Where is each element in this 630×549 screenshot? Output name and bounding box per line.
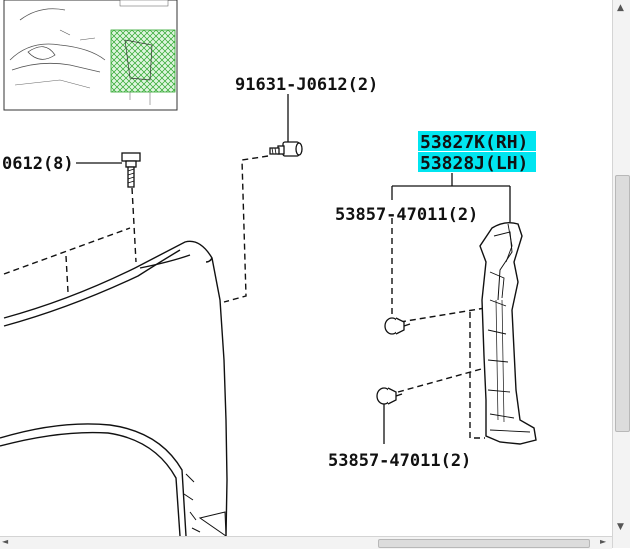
horizontal-scrollbar[interactable]: ◄ ► bbox=[0, 536, 612, 549]
clip-upper-icon[interactable] bbox=[384, 317, 411, 335]
part-label-highlight-rh bbox=[418, 131, 536, 151]
vertical-scroll-thumb[interactable] bbox=[615, 175, 630, 432]
scroll-up-icon[interactable]: ▲ bbox=[617, 3, 624, 13]
overview-thumbnail[interactable] bbox=[3, 0, 178, 111]
fender-drawing bbox=[0, 240, 228, 536]
clip-lower-icon[interactable] bbox=[376, 387, 403, 405]
part-label-highlight-lh bbox=[418, 152, 536, 172]
leader-lines bbox=[3, 155, 486, 439]
scroll-down-icon[interactable]: ▼ bbox=[617, 522, 624, 532]
scroll-left-icon[interactable]: ◄ bbox=[2, 537, 9, 546]
fender-seal-part[interactable] bbox=[479, 221, 537, 445]
vertical-scrollbar[interactable]: ▲ ▼ bbox=[612, 0, 630, 548]
label-bolt-top[interactable]: 91631-J0612(2) bbox=[235, 75, 378, 95]
horizontal-scroll-thumb[interactable] bbox=[378, 539, 590, 548]
label-clip-lower[interactable]: 53857-47011(2) bbox=[328, 451, 471, 471]
label-part-rh[interactable]: 53827K(RH) bbox=[420, 132, 528, 153]
scroll-right-icon[interactable]: ► bbox=[600, 537, 607, 546]
label-bolt-left[interactable]: 0612(8) bbox=[2, 154, 74, 174]
bolt-top-icon[interactable] bbox=[269, 141, 303, 157]
part-bracket bbox=[391, 173, 511, 222]
label-part-lh[interactable]: 53828J(LH) bbox=[420, 153, 528, 174]
bolt-left-icon[interactable] bbox=[121, 152, 141, 188]
label-clip-upper[interactable]: 53857-47011(2) bbox=[335, 205, 478, 225]
parts-diagram: 91631-J0612(2) 0612(8) 53827K(RH) 53828J… bbox=[0, 0, 537, 536]
